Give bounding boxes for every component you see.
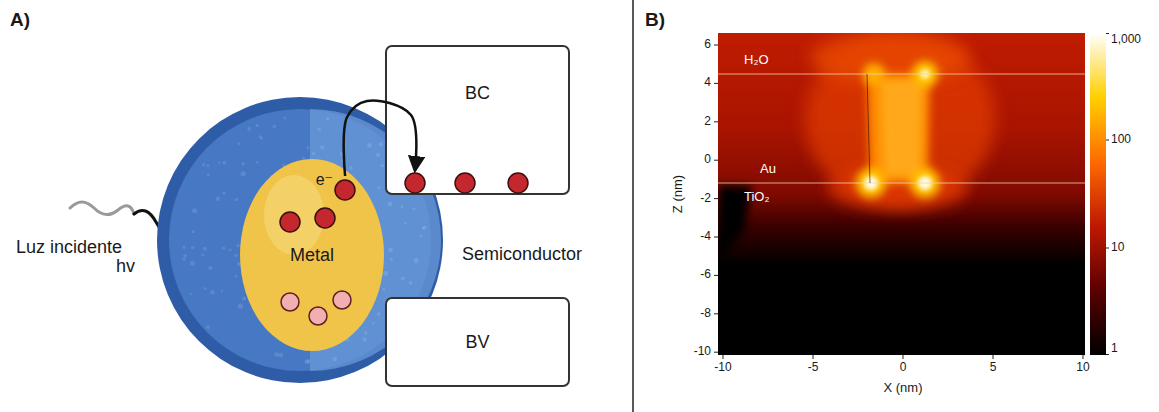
electron-label: e⁻	[316, 171, 333, 189]
colorbar-label: 100	[1111, 133, 1131, 147]
colorbar	[1090, 33, 1106, 355]
light-label: Luz incidente	[16, 237, 122, 258]
photon-energy: hv	[116, 256, 135, 277]
light-tail	[70, 202, 134, 215]
tick-label: 0	[704, 153, 711, 167]
tick-label: -2	[700, 192, 711, 206]
valence-band: BV	[385, 297, 570, 387]
node-label: Metal	[290, 245, 334, 266]
field-map	[718, 33, 1085, 355]
axis-title: Z (nm)	[671, 175, 686, 213]
tick-label: -10	[714, 361, 731, 375]
panel-letter: A)	[10, 9, 30, 31]
tick-label: 0	[900, 361, 907, 375]
medium-label: H₂O	[744, 53, 769, 68]
medium-label: Au	[760, 162, 776, 177]
medium-label: TiO₂	[744, 190, 770, 205]
node-label: BC	[465, 83, 490, 104]
metal-core: Metal	[240, 159, 384, 351]
tick-label: -6	[700, 268, 711, 282]
tick-label: -10	[694, 345, 711, 359]
tick-label: -5	[808, 361, 819, 375]
tick-label: 2	[704, 115, 711, 129]
axis-title: X (nm)	[884, 381, 923, 396]
panel-letter: B)	[645, 9, 665, 31]
node-label: Semiconductor	[462, 244, 582, 265]
tick-label: -8	[700, 307, 711, 321]
conduction-band: BC	[385, 45, 570, 195]
tick-label: 5	[990, 361, 997, 375]
colorbar-ticks	[1106, 34, 1109, 355]
tick-label: 10	[1076, 361, 1089, 375]
node-label: BV	[465, 332, 489, 353]
colorbar-label: 1	[1111, 342, 1118, 356]
tick-label: 6	[704, 38, 711, 52]
axis-ticks	[714, 45, 1083, 359]
conduction-band-outline	[385, 45, 570, 195]
tick-label: -4	[700, 230, 711, 244]
tick-label: 4	[704, 76, 711, 90]
colorbar-label: 10	[1111, 241, 1124, 255]
colorbar-label: 1,000	[1111, 33, 1141, 47]
panel-divider	[632, 0, 634, 412]
